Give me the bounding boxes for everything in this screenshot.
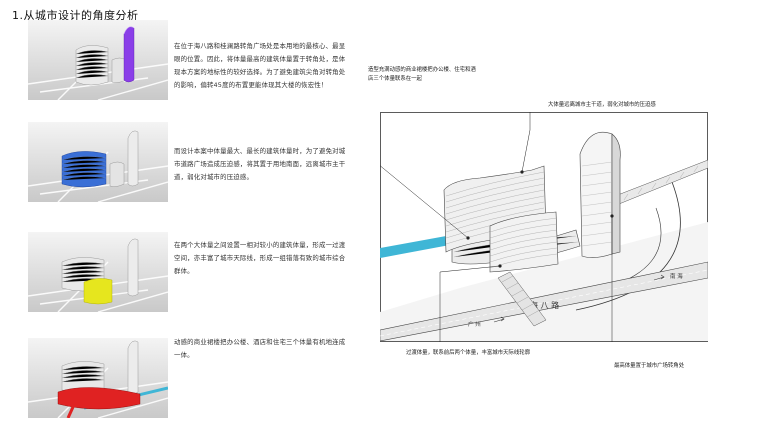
- road-label-guangzhou: 广 州: [468, 320, 481, 328]
- callout-leader-lines: [380, 112, 613, 342]
- middle-block-volume: [83, 278, 113, 305]
- tower-volume: [123, 26, 135, 83]
- road-arrow-east: [653, 276, 665, 281]
- diagram-thumbnail-main-block: [28, 122, 168, 202]
- main-axonometric-diagram: 海 八 路 广 州 南 海: [380, 112, 708, 342]
- diagram-thumbnail-tower: [28, 20, 168, 100]
- panel-text-middle-block: 在两个大体量之间设置一相对较小的建筑体量，形成一过渡空间，亦丰富了城市天际线，形…: [174, 241, 346, 275]
- ground-plane: [380, 222, 708, 341]
- panel-text-podium: 动感的商业裙楼把办公楼、酒店和住宅三个体量有机地连成一体。: [174, 338, 346, 359]
- tallest-tower: [579, 131, 613, 258]
- road-arrow-west: [493, 318, 505, 323]
- page-title: 1.从城市设计的角度分析: [12, 9, 139, 22]
- panel-text-main-block: 而设计本案中体量最大、最长的建筑体量时，为了避免对城市道路广场造成压迫感，将其置…: [174, 147, 346, 181]
- plaza-arc-outer: [575, 181, 681, 311]
- callout-podium: 造型充满动感的商业裙楼把办公楼、住宅和酒店三个体量联系在一起: [368, 67, 476, 82]
- podium-volume: [57, 387, 141, 410]
- callout-transition-block: 过渡体量，联系前后两个体量，丰富城市天际线轮廓: [406, 350, 530, 356]
- diagram-thumbnail-podium: [28, 338, 168, 418]
- diagram-thumbnail-middle-block: [28, 232, 168, 312]
- road-label-nanhai: 南 海: [670, 272, 683, 280]
- panel-text-tower: 在位于海八路和桂澜路转角广场处是本用地的最核心、最显眼的位置。因此，将体量最高的…: [174, 42, 346, 89]
- callout-main-block: 大体量远离城市主干道，弱化对城市的压迫感: [548, 102, 656, 108]
- haiba-road: [380, 261, 708, 342]
- road-label-haiba: 海 八 路: [530, 300, 559, 310]
- callout-tallest-tower: 最高体量置于城市广场转角处: [614, 363, 685, 369]
